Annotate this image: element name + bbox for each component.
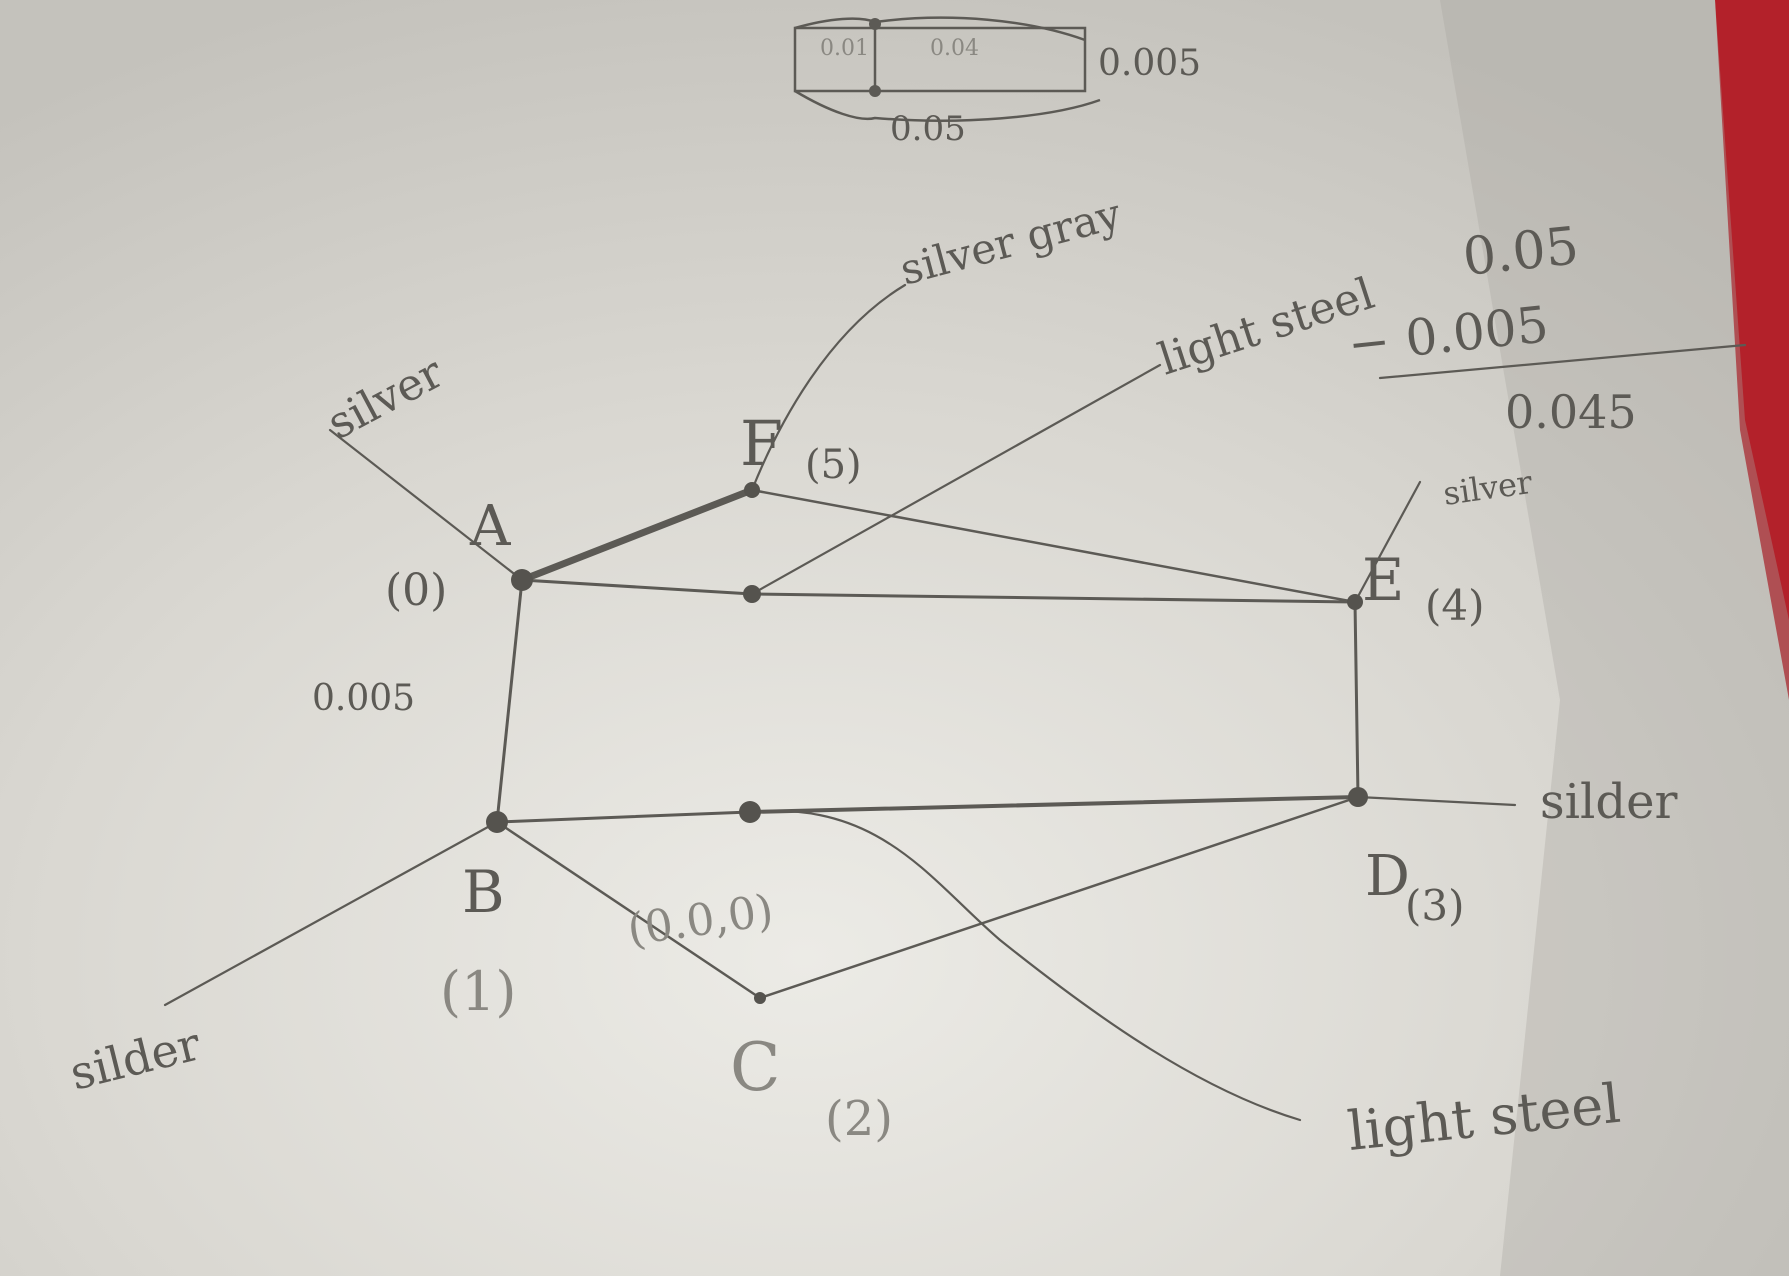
leader-silver-A (328, 428, 524, 582)
frame-lines (495, 486, 1360, 1000)
leader-silder-B (163, 820, 499, 1007)
edge-A-mid (520, 578, 754, 596)
inset-node-top (869, 18, 881, 30)
label-silder-D: silder (1540, 774, 1677, 830)
node-mid-bottom-dot (739, 801, 761, 823)
leader-silder-D (1356, 795, 1517, 807)
node-D-dot (1348, 787, 1368, 807)
node-F-index: (5) (805, 442, 862, 488)
calc-underline (1378, 343, 1747, 380)
node-E-index: (4) (1425, 581, 1485, 630)
edge-mid-E (750, 592, 1357, 604)
node-C-letter: C (730, 1029, 781, 1106)
calc-line-1: 0.05 (1460, 216, 1581, 288)
inset-cell-left-label: 0.01 (820, 36, 869, 61)
leader-silver-E (1353, 480, 1422, 604)
edge-B-C (495, 820, 762, 1000)
edge-A-B (495, 578, 524, 824)
leader-lines (163, 283, 1747, 1122)
node-A-index: (0) (385, 565, 447, 616)
inset-node-bottom (869, 85, 881, 97)
node-E-letter: E (1362, 546, 1404, 614)
inset-top-curve (794, 16, 1086, 42)
node-F-dot (744, 482, 760, 498)
calc-result: 0.045 (1505, 385, 1637, 439)
inset-bottom-curve (794, 89, 1101, 122)
node-D-index: (3) (1405, 881, 1465, 930)
inset-section (793, 16, 1101, 122)
node-B-letter: B (462, 858, 505, 926)
node-B-index: (1) (440, 960, 517, 1023)
node-D-letter: D (1365, 844, 1410, 909)
label-side-dimension: 0.005 (312, 678, 415, 719)
inset-rectangle (793, 26, 1087, 93)
leader-light-steel-bottom (748, 809, 1302, 1122)
node-C-index: (2) (825, 1091, 893, 1147)
edge-A-F (518, 486, 756, 584)
leader-light-steel-top (750, 363, 1162, 596)
edge-C-D (758, 795, 1360, 1000)
edge-mid-D (748, 795, 1360, 814)
node-F-letter: F (740, 407, 783, 480)
inset-width-label: 0.05 (890, 109, 966, 149)
inset-height-label: 0.005 (1098, 43, 1201, 84)
node-C-dot (754, 992, 766, 1004)
node-B-dot (486, 811, 508, 833)
leader-silver-gray-F (750, 283, 907, 492)
node-A-letter: A (469, 494, 511, 559)
edge-E-D (1353, 600, 1360, 799)
edge-B-mid (495, 810, 752, 824)
node-A-dot (511, 569, 533, 591)
edge-F-E (750, 488, 1357, 604)
node-E-dot (1347, 594, 1363, 610)
node-mid-top-dot (743, 585, 761, 603)
paper-shadow (1440, 0, 1789, 1276)
inset-cell-right-label: 0.04 (930, 36, 979, 61)
